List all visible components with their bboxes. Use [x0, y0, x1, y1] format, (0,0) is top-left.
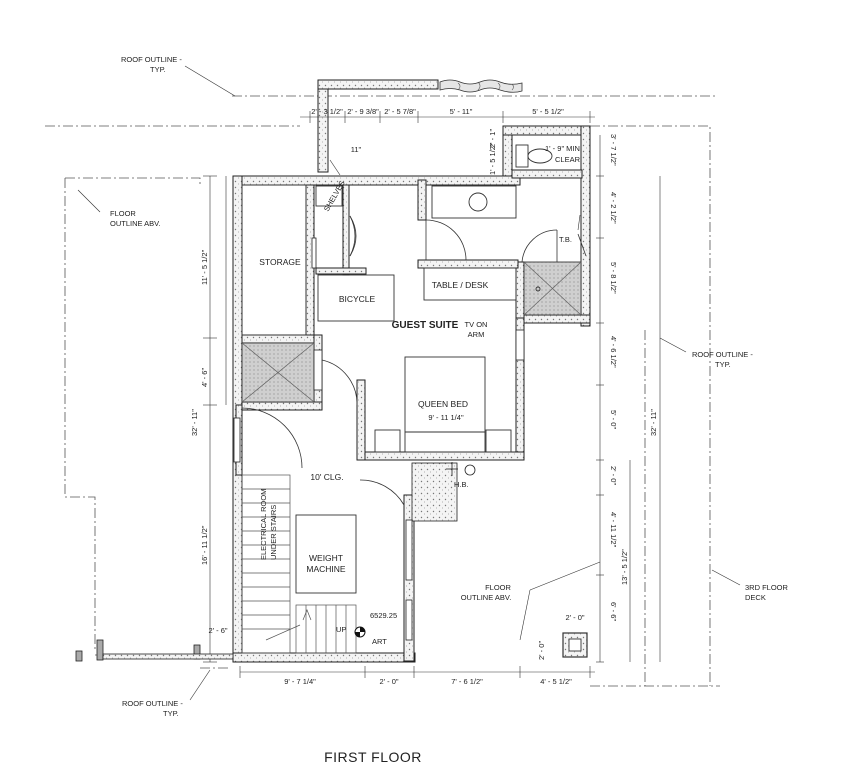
- electrical-label-1: ELECTRICAL ROOM: [259, 489, 268, 560]
- elevation-label: 6529.25: [370, 611, 397, 620]
- dim-top-small-1: 11": [351, 145, 362, 154]
- dim-right-outer-2: 13' - 5 1/2": [620, 549, 629, 585]
- dim-right-2: 4' - 2 1/2": [609, 192, 618, 224]
- bed-dimension: 9' - 11 1/4": [428, 413, 464, 422]
- dim-misc-1: 2' - 6": [208, 626, 227, 635]
- ceiling-label: 10' CLG.: [310, 472, 343, 482]
- outline-notes: ROOF OUTLINE - TYP. FLOOR OUTLINE ABV. R…: [110, 55, 789, 718]
- weight-label-1: WEIGHT: [309, 553, 343, 563]
- dim-top-small-2: 1' - 5 1/2": [488, 143, 497, 175]
- dim-bottom-2: 2' - 0": [379, 677, 398, 686]
- room-queen-bed: QUEEN BED: [418, 399, 468, 409]
- dim-left-3: 16' - 11 1/2": [200, 525, 209, 565]
- tv-label-1: TV ON: [465, 320, 488, 329]
- clearance-label-1: 1' - 9" MIN.: [545, 144, 582, 153]
- note-floor-left-1: FLOOR: [110, 209, 136, 218]
- dim-misc-3: 2' - 0": [537, 641, 546, 660]
- dim-right-3: 5' - 8 1/2": [609, 262, 618, 294]
- hose-bib-label: H.B.: [454, 480, 469, 489]
- clearance-label-2: CLEAR: [555, 155, 581, 164]
- note-deck-2: DECK: [745, 593, 766, 602]
- dim-top-5: 5' - 5 1/2": [532, 107, 564, 116]
- art-label: ART: [372, 637, 387, 646]
- leader-lines: [77, 65, 741, 701]
- dim-top-3: 2' - 5 7/8": [384, 107, 416, 116]
- parapet: [317, 79, 523, 173]
- note-roof-right-2: TYP.: [715, 360, 731, 369]
- note-floor-left-2: OUTLINE ABV.: [110, 219, 161, 228]
- dimension-lines: [203, 111, 661, 678]
- dim-right-5: 5' - 0": [609, 410, 618, 429]
- posts: [75, 639, 234, 662]
- note-floor-bottom-2: OUTLINE ABV.: [461, 593, 512, 602]
- dim-bottom-4: 4' - 5 1/2": [540, 677, 572, 686]
- weight-label-2: MACHINE: [306, 564, 346, 574]
- dim-right-1: 3' - 7 1/2": [609, 134, 618, 166]
- dim-bottom-1: 9' - 7 1/4": [284, 677, 316, 686]
- elevation-marker: [354, 626, 366, 638]
- dimension-labels: 2' - 3 1/2" 2' - 9 3/8" 2' - 5 7/8" 5' -…: [190, 107, 658, 686]
- dim-right-outer-1: 32' - 11": [649, 409, 658, 436]
- room-bicycle: BICYCLE: [339, 294, 376, 304]
- stair-up-label: UP: [336, 625, 346, 634]
- dim-left-1: 11' - 5 1/2": [200, 249, 209, 285]
- electrical-label-2: UNDER STAIRS: [269, 505, 278, 560]
- drawing-title: FIRST FLOOR: [324, 749, 422, 765]
- note-deck-1: 3RD FLOOR: [745, 583, 789, 592]
- dim-left-2: 4' - 6": [200, 368, 209, 387]
- dim-right-6: 2' - 0": [609, 466, 618, 485]
- dim-left-4: 32' - 11": [190, 409, 199, 436]
- note-roof-top-2: TYP.: [150, 65, 166, 74]
- outline-lines: [45, 95, 720, 687]
- dim-top-small-3: 2' - 1": [488, 129, 497, 148]
- windows: [233, 237, 525, 641]
- dim-misc-2: 2' - 0": [565, 613, 584, 622]
- furniture: [241, 144, 588, 658]
- door-swings: [241, 215, 587, 506]
- note-roof-bottom-2: TYP.: [163, 709, 179, 718]
- hose-bib: [446, 462, 476, 476]
- dim-right-4: 4' - 6 1/2": [609, 336, 618, 368]
- tv-label-2: ARM: [468, 330, 485, 339]
- dim-bottom-3: 7' - 6 1/2": [451, 677, 483, 686]
- towel-bar-label: T.B.: [559, 235, 572, 244]
- note-roof-bottom-1: ROOF OUTLINE -: [122, 699, 183, 708]
- room-table-desk: TABLE / DESK: [432, 280, 489, 290]
- note-roof-top-1: ROOF OUTLINE -: [121, 55, 182, 64]
- dim-top-2: 2' - 9 3/8": [347, 107, 379, 116]
- dim-right-7: 4' - 11 1/2": [609, 512, 618, 548]
- note-floor-bottom-1: FLOOR: [485, 583, 511, 592]
- room-guest-suite: GUEST SUITE: [392, 320, 459, 331]
- room-storage: STORAGE: [259, 257, 301, 267]
- note-roof-right-1: ROOF OUTLINE -: [692, 350, 753, 359]
- hatched-zones: [241, 261, 582, 522]
- dim-top-4: 5' - 11": [450, 107, 473, 116]
- dim-right-8: 6' - 6": [609, 602, 618, 621]
- dim-top-1: 2' - 3 1/2": [311, 107, 343, 116]
